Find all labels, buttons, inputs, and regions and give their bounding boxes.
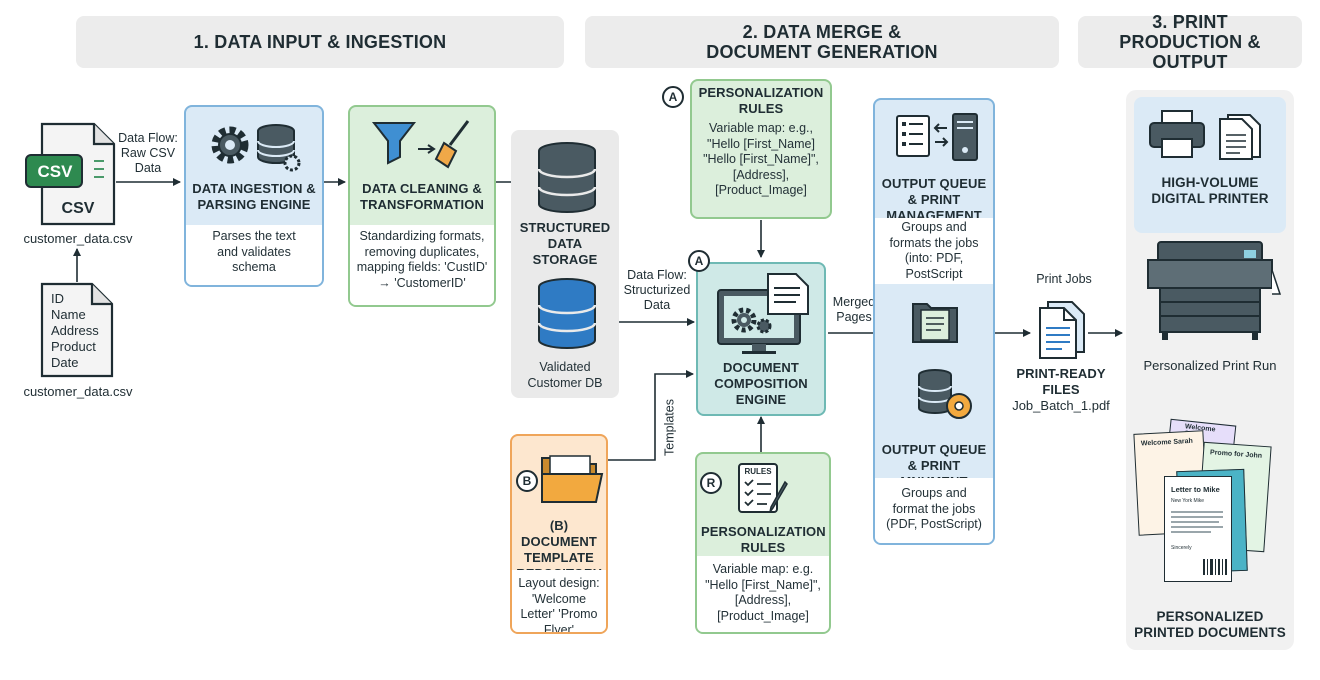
rules-top-desc: Variable map: e.g., "Hello [First_Name] … — [703, 121, 819, 197]
document-heading: Welcome Sarah — [1140, 437, 1194, 448]
csv-file-icon — [25, 122, 116, 226]
barcode-icon — [1203, 559, 1227, 575]
printer-run-label: Personalized Print Run — [1143, 358, 1277, 373]
queue-top-desc: Groups and formats the jobs (into: PDF, … — [889, 220, 979, 281]
flow-label-structured: Data Flow: Structurized Data — [623, 268, 691, 312]
printer-title: HIGH-VOLUME DIGITAL PRINTER — [1151, 175, 1269, 206]
document-heading: Letter to Mike — [1171, 485, 1220, 494]
section-title: 2. DATA MERGE & DOCUMENT GENERATION — [706, 22, 938, 62]
csv-file: CSV CSV — [24, 122, 128, 228]
queue-bottom-desc: Groups and format the jobs (PDF, PostScr… — [886, 486, 982, 531]
csv-label: CSV — [61, 200, 95, 217]
database-icon — [537, 142, 597, 213]
template-repo-desc: Layout design: 'Welcome Letter' 'Promo F… — [518, 576, 600, 634]
csv-badge: CSV — [37, 162, 73, 181]
section-header-input: 1. DATA INPUT & INGESTION — [76, 16, 564, 68]
printed-documents-title: PERSONALIZED PRINTED DOCUMENTS — [1134, 609, 1286, 640]
cleaning-desc: Standardizing formats, removing duplicat… — [356, 229, 488, 290]
storage-desc: Validated Customer DB — [527, 360, 603, 390]
csv-field: Date — [51, 355, 79, 370]
flow-label-merged: Merged Pages — [832, 295, 876, 324]
storage-title: STRUCTURED DATA STORAGE — [519, 220, 611, 267]
computer-document-icon — [717, 273, 809, 354]
rules-top-title: PERSONALIZATION RULES — [698, 85, 824, 116]
pdf-files-icon — [1039, 301, 1085, 359]
printed-documents-stack: Welcome Sarah Welcome Sarah Promo for Jo… — [1130, 414, 1294, 590]
arrow-templates-to-composition — [607, 370, 694, 461]
fields-file: ID Name Address Product Date — [40, 282, 114, 378]
section-header-merge: 2. DATA MERGE & DOCUMENT GENERATION — [585, 16, 1059, 68]
ingestion-engine-card: DATA INGESTION & PARSING ENGINE Parses t… — [184, 105, 324, 287]
csv-field: Product — [51, 339, 96, 354]
document-signoff: Sincerely — [1171, 545, 1192, 551]
funnel-broom-icon — [371, 120, 470, 169]
queue-top-title: OUTPUT QUEUE & PRINT MANAGEMENT — [881, 176, 987, 223]
rules-top-badge: A — [662, 86, 684, 108]
document-heading: Promo for John — [1209, 449, 1263, 460]
csv-field: Name — [51, 307, 86, 322]
csv-field: Address — [51, 323, 99, 338]
document-subline: New York Mike — [1171, 498, 1205, 504]
csv-fields-list: ID Name Address Product Date — [51, 291, 113, 371]
printer-icon — [1149, 110, 1261, 160]
rules-bottom-desc: Variable map: e.g. "Hello [First_Name]",… — [705, 562, 821, 623]
csv-filename-bottom: customer_data.csv — [23, 384, 133, 399]
flow-label-print-jobs: Print Jobs — [1036, 272, 1092, 286]
storage-card: STRUCTURED DATA STORAGE Validated Custom… — [511, 130, 619, 398]
output-queue-card: OUTPUT QUEUE & PRINT MANAGEMENT Groups a… — [873, 98, 995, 545]
rules-bottom-badge: R — [700, 472, 722, 494]
composition-engine-card: DOCUMENT COMPOSITION ENGINE — [696, 262, 826, 416]
section-title: 3. PRINT PRODUCTION & OUTPUT — [1119, 12, 1261, 72]
csv-field: ID — [51, 291, 64, 306]
rules-top-card: PERSONALIZATION RULES Variable map: e.g.… — [690, 79, 832, 219]
gear-database-icon — [211, 124, 301, 172]
cleaning-card: DATA CLEANING & TRANSFORMATION Standardi… — [348, 105, 496, 307]
database-disc-icon — [918, 369, 972, 419]
digital-printer-icon — [1147, 241, 1282, 340]
folder-icon — [541, 455, 604, 503]
fields-file-icon — [40, 282, 114, 378]
rules-icon-text: RULES — [744, 467, 772, 476]
printer-header-card: HIGH-VOLUME DIGITAL PRINTER — [1134, 97, 1286, 233]
composition-title: DOCUMENT COMPOSITION ENGINE — [714, 360, 808, 407]
template-repo-badge: B — [516, 470, 538, 492]
print-ready-title: PRINT-READY FILES — [1016, 366, 1106, 397]
flow-label-raw-csv: Data Flow: Raw CSV Data — [118, 131, 178, 175]
server-queue-icon — [896, 113, 978, 161]
section-title: 1. DATA INPUT & INGESTION — [193, 32, 447, 52]
template-repository-card: (B) DOCUMENT TEMPLATE REPOSITORY Layout … — [510, 434, 608, 634]
ingestion-desc: Parses the text and validates schema — [212, 229, 296, 274]
cleaning-title: DATA CLEANING & TRANSFORMATION — [360, 181, 484, 212]
csv-filename-top: customer_data.csv — [23, 231, 133, 246]
rules-bottom-card: RULES PERSONALIZATION RULES Variable map… — [695, 452, 831, 634]
document-letter: Letter to Mike New York Mike Sincerely — [1164, 476, 1232, 582]
rules-checklist-icon — [738, 463, 788, 513]
rules-bottom-title: PERSONALIZATION RULES — [701, 524, 826, 555]
folder-document-icon — [912, 303, 958, 343]
ingestion-title: DATA INGESTION & PARSING ENGINE — [192, 181, 316, 212]
section-header-print: 3. PRINT PRODUCTION & OUTPUT — [1078, 12, 1302, 72]
print-ready-filename: Job_Batch_1.pdf — [1012, 398, 1110, 413]
database-blue-icon — [537, 278, 597, 349]
flow-label-templates: Templates — [662, 399, 677, 456]
composition-badge: A — [688, 250, 710, 272]
